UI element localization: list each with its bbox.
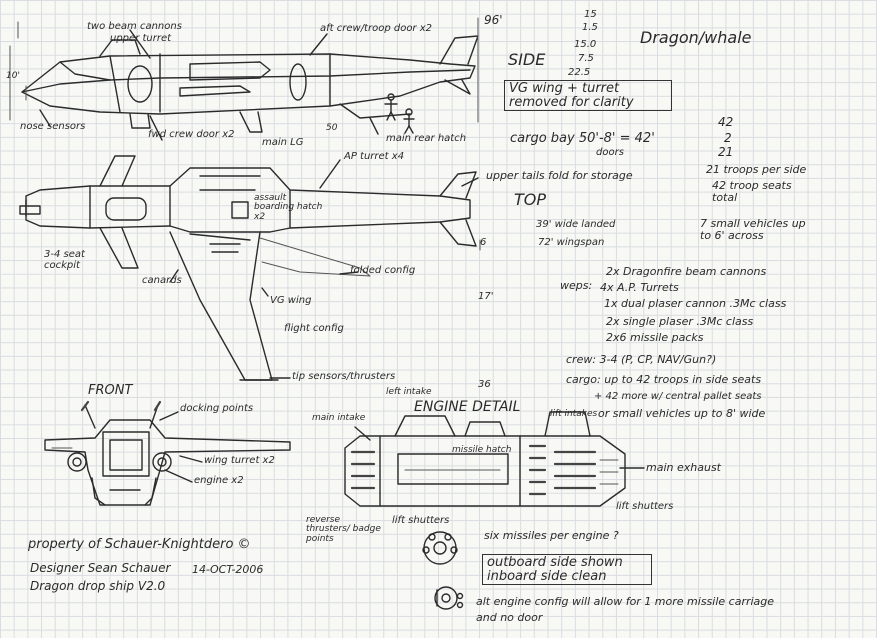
- lift-shutters-left-label: lift shutters: [392, 515, 450, 526]
- weapon-3: 1x dual plaser cannon .3Mc class: [604, 297, 787, 310]
- property-credit: property of Schauer-Knightdero ©: [28, 537, 251, 552]
- folded-config-label: folded config: [350, 265, 416, 276]
- cargo-spec-2: + 42 more w/ central pallet seats: [594, 391, 762, 402]
- outboard-label: outboard side shown: [487, 555, 623, 570]
- calc-line-5: 22.5: [568, 67, 591, 78]
- weapon-4: 2x single plaser .3Mc class: [606, 315, 754, 328]
- main-lg-label: main LG: [262, 137, 304, 148]
- engine-x2-label: engine x2: [194, 475, 244, 486]
- cargo-spec-1: cargo: up to 42 troops in side seats: [566, 373, 762, 386]
- ap-turret-label: AP turret x4: [344, 151, 405, 162]
- main-rear-hatch-label: main rear hatch: [386, 133, 467, 144]
- side-view-drawing: [9, 17, 479, 134]
- mark-6-label: 6: [480, 237, 487, 248]
- top-view-title: TOP: [514, 190, 547, 209]
- engine-detail-title: ENGINE DETAIL: [414, 399, 521, 415]
- date-credit: 14-OCT-2006: [192, 563, 264, 576]
- inboard-label: inboard side clean: [487, 568, 607, 584]
- page-title: Dragon/whale: [640, 28, 752, 47]
- lift-shutters-right-label: lift shutters: [616, 501, 674, 512]
- vg-wing-label: VG wing: [270, 295, 312, 306]
- aft-crew-door-label: aft crew/troop door x2: [320, 23, 433, 34]
- small-vehicles: 7 small vehicles up to 6' across: [700, 217, 806, 242]
- canards-label: canards: [142, 275, 182, 286]
- calc-line-3: 15.0: [574, 39, 597, 50]
- height-10-label: 10': [6, 71, 20, 81]
- wing-turret-label: wing turret x2: [204, 455, 275, 466]
- designer-credit: Designer Sean Schauer: [30, 561, 171, 575]
- leader-lines: [39, 29, 645, 483]
- troops-per-side: 21 troops per side: [706, 163, 807, 176]
- lift-intakes-label: lift intakes: [550, 409, 598, 419]
- calc-line-2: 1.5: [582, 22, 598, 33]
- wide-landed-label: 39' wide landed: [536, 219, 616, 230]
- wingspan-label: 72' wingspan: [538, 237, 605, 248]
- calc-n2: 2: [724, 131, 732, 145]
- and-no-door-note: and no door: [476, 611, 543, 624]
- docking-points-label: docking points: [180, 403, 254, 414]
- weapon-5: 2x6 missile packs: [606, 331, 704, 344]
- calc-line-4: 7.5: [578, 53, 594, 64]
- weapon-1: 2x Dragonfire beam cannons: [606, 265, 767, 278]
- tails-fold-label: upper tails fold for storage: [486, 169, 633, 182]
- main-exhaust-label: main exhaust: [646, 461, 721, 474]
- tip-sensors-label: tip sensors/thrusters: [292, 371, 396, 382]
- main-intake-label: main intake: [312, 413, 366, 423]
- calc-n1: 42: [718, 115, 734, 129]
- mark-50-label: 50: [326, 123, 338, 133]
- mark-17-label: 17': [478, 291, 494, 302]
- missile-hatch-label: missile hatch: [452, 445, 512, 455]
- weapons-label: weps:: [560, 279, 593, 292]
- six-missiles-label: six missiles per engine ?: [484, 529, 619, 542]
- top-view-drawing: [19, 155, 481, 381]
- alt-engine-note: alt engine config will allow for 1 more …: [476, 595, 775, 608]
- seat-cockpit-label: 3-4 seat cockpit: [44, 249, 85, 271]
- doors-label: doors: [596, 147, 624, 158]
- length-96-label: 96': [484, 13, 503, 27]
- upper-turret-label: upper turret: [110, 33, 172, 44]
- left-intake-label: left intake: [386, 387, 432, 397]
- beam-cannons-label: two beam cannons: [87, 21, 182, 32]
- nose-sensors-label: nose sensors: [20, 121, 86, 132]
- weapon-2: 4x A.P. Turrets: [600, 281, 679, 294]
- calc-line-1: 15: [584, 9, 597, 20]
- cargo-spec-3: or small vehicles up to 8' wide: [598, 407, 766, 420]
- engine-detail-drawing: [344, 411, 626, 610]
- cargo-bay-calc: cargo bay 50'-8' = 42': [510, 131, 655, 146]
- front-view-title: FRONT: [88, 383, 133, 398]
- assault-hatch-label: assault boarding hatch x2: [254, 193, 323, 222]
- model-credit: Dragon drop ship V2.0: [30, 579, 166, 593]
- troop-seats: 42 troop seats total: [712, 179, 792, 204]
- calc-n3: 21: [718, 145, 734, 159]
- flight-config-label: flight config: [284, 323, 344, 334]
- fwd-crew-door-label: fwd crew door x2: [148, 129, 235, 140]
- vg-wing-removed-note: VG wing + turret removed for clarity: [504, 80, 672, 112]
- reverse-thrusters-label: reverse thrusters/ badge points: [306, 515, 381, 544]
- mark-36-label: 36: [478, 379, 491, 390]
- crew-spec: crew: 3-4 (P, CP, NAV/Gun?): [566, 353, 717, 366]
- front-view-drawing: [44, 400, 291, 506]
- side-view-title: SIDE: [508, 50, 546, 69]
